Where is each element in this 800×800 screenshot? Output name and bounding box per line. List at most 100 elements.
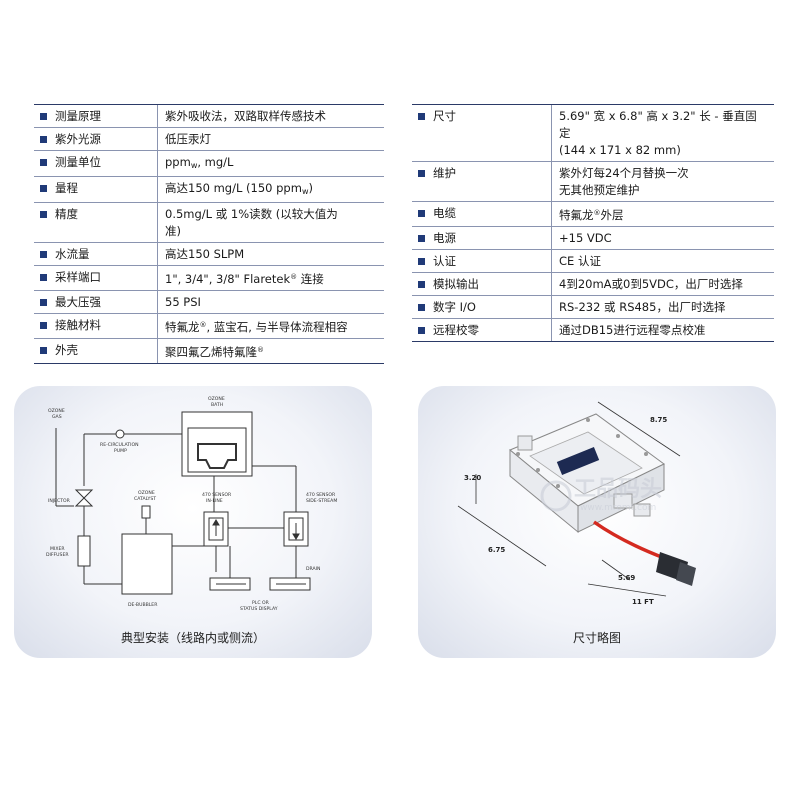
label-mixer-2: DIFFUSER <box>46 552 69 558</box>
spec-label-cell: 电源 <box>412 227 552 249</box>
spec-value: 高达150 SLPM <box>158 243 384 265</box>
spec-value-text: , 蓝宝石, 与半导体流程相容 <box>206 320 348 334</box>
spec-value: 通过DB15进行远程零点校准 <box>552 319 774 341</box>
spec-value-text: ) <box>308 181 314 195</box>
spec-value: ppmw, mg/L <box>158 151 384 176</box>
spec-label-cell: 认证 <box>412 250 552 272</box>
spec-row: 数字 I/O RS-232 或 RS485，出厂时选择 <box>412 296 774 319</box>
spec-value-superscript: ® <box>257 346 264 354</box>
spec-row: 电缆特氟龙®外层 <box>412 202 774 227</box>
square-bullet-icon <box>40 159 47 166</box>
spec-row: 采样端口 1", 3/4", 3/8" Flaretek® 连接 <box>34 266 384 291</box>
spec-label: 精度 <box>55 207 78 221</box>
spec-label-cell: 紫外光源 <box>34 128 158 150</box>
dim-depth: 6.75 <box>488 546 505 554</box>
spec-label-cell: 接触材料 <box>34 314 158 338</box>
spec-label: 紫外光源 <box>55 132 101 146</box>
square-bullet-icon <box>418 304 425 311</box>
spec-label: 维护 <box>433 166 456 180</box>
label-plc-2: STATUS DISPLAY <box>240 606 278 612</box>
square-bullet-icon <box>418 281 425 288</box>
spec-value-line: 通过DB15进行远程零点校准 <box>559 323 706 337</box>
spec-row: 精度 0.5mg/L 或 1%读数 (以较大值为准) <box>34 203 384 243</box>
square-bullet-icon <box>40 251 47 258</box>
spec-value-line: 5.69" 宽 x 6.8" 高 x 3.2" 长 - 垂直固定 <box>559 109 757 140</box>
label-ozone-catalyst-1: OZONE <box>138 490 155 496</box>
spec-value: RS-232 或 RS485，出厂时选择 <box>552 296 774 318</box>
label-recirc-pump-1: RE-CIRCULATION <box>100 442 139 448</box>
spec-label-cell: 精度 <box>34 203 158 242</box>
spec-label: 采样端口 <box>55 270 101 284</box>
spec-value-line: (144 x 171 x 82 mm) <box>559 143 681 157</box>
spec-value: 特氟龙®, 蓝宝石, 与半导体流程相容 <box>158 314 384 338</box>
spec-label: 电源 <box>433 231 456 245</box>
spec-label: 接触材料 <box>55 318 101 332</box>
label-sensor-inline-1: 470 SENSOR <box>202 492 232 498</box>
dimension-diagram-panel: 8.75 3.20 6.75 5.69 11 FT 尺寸略图 <box>418 386 776 658</box>
spec-value: 0.5mg/L 或 1%读数 (以较大值为准) <box>158 203 384 242</box>
spec-value: 4到20mA或0到5VDC，出厂时选择 <box>552 273 774 295</box>
spec-value-text: 连接 <box>297 272 324 286</box>
spec-label-cell: 水流量 <box>34 243 158 265</box>
spec-value-line: 无其他预定维护 <box>559 183 640 197</box>
spec-label-cell: 数字 I/O <box>412 296 552 318</box>
spec-label: 远程校零 <box>433 323 479 337</box>
label-de-bubbler: DE-BUBBLER <box>128 602 158 608</box>
square-bullet-icon <box>40 274 47 281</box>
spec-value: 5.69" 宽 x 6.8" 高 x 3.2" 长 - 垂直固定 (144 x 1… <box>552 105 774 161</box>
spec-label: 数字 I/O <box>433 300 476 314</box>
spec-value-line: RS-232 或 RS485，出厂时选择 <box>559 300 726 314</box>
spec-value-text: 特氟龙 <box>165 320 200 334</box>
spec-row: 测量原理紫外吸收法，双路取样传感技术 <box>34 105 384 128</box>
spec-row: 维护 紫外灯每24个月替换一次无其他预定维护 <box>412 162 774 202</box>
spec-value-line: +15 VDC <box>559 231 612 245</box>
spec-label-cell: 最大压强 <box>34 291 158 313</box>
spec-value-superscript: ® <box>199 321 207 329</box>
spec-value-text: 特氟龙 <box>559 208 594 222</box>
dim-front: 5.69 <box>618 574 635 582</box>
spec-value: 紫外吸收法，双路取样传感技术 <box>158 105 384 127</box>
dimension-diagram: 8.75 3.20 6.75 5.69 11 FT <box>457 401 696 606</box>
spec-value-text: ppm <box>165 155 191 169</box>
spec-label-cell: 电缆 <box>412 202 552 226</box>
db15-connector <box>656 552 696 586</box>
spec-value-superscript: ® <box>593 209 601 217</box>
label-sensor-side-2: SIDE-STREAM <box>306 498 337 504</box>
spec-value: 1", 3/4", 3/8" Flaretek® 连接 <box>158 266 384 290</box>
installation-diagram: OZONE GAS OZONE BATH RE-CIRCULATION PUMP… <box>46 396 337 612</box>
spec-row: 量程高达150 mg/L (150 ppmw) <box>34 177 384 203</box>
spec-value: +15 VDC <box>552 227 774 249</box>
dim-width: 8.75 <box>650 416 667 424</box>
spec-label: 认证 <box>433 254 456 268</box>
square-bullet-icon <box>418 170 425 177</box>
spec-value-line: 准) <box>165 224 181 238</box>
square-bullet-icon <box>40 299 47 306</box>
spec-value-text: , mg/L <box>197 155 234 169</box>
spec-value: 紫外灯每24个月替换一次无其他预定维护 <box>552 162 774 201</box>
spec-row: 水流量高达150 SLPM <box>34 243 384 266</box>
spec-row: 外壳聚四氟乙烯特氟隆® <box>34 339 384 364</box>
label-injector: INJECTOR <box>48 498 71 504</box>
square-bullet-icon <box>418 258 425 265</box>
label-ozone-gas-1: OZONE <box>48 408 65 414</box>
spec-label-cell: 模拟输出 <box>412 273 552 295</box>
spec-row: 紫外光源低压汞灯 <box>34 128 384 151</box>
label-plc-1: PLC OR <box>252 600 270 606</box>
dimension-caption: 尺寸略图 <box>572 631 621 645</box>
label-ozone-gas-2: GAS <box>52 414 62 420</box>
label-ozone-bath-2: BATH <box>211 402 223 408</box>
label-sensor-inline-2: IN-LINE <box>206 498 223 504</box>
spec-label: 尺寸 <box>433 109 456 123</box>
spec-value: 高达150 mg/L (150 ppmw) <box>158 177 384 202</box>
label-sensor-side-1: 470 SENSOR <box>306 492 336 498</box>
square-bullet-icon <box>40 347 47 354</box>
spec-value-text: 1", 3/4", 3/8" Flaretek <box>165 272 291 286</box>
spec-value-text: 聚四氟乙烯特氟隆 <box>165 345 257 359</box>
spec-label-cell: 测量单位 <box>34 151 158 176</box>
dim-height: 3.20 <box>464 474 481 482</box>
square-bullet-icon <box>418 113 425 120</box>
